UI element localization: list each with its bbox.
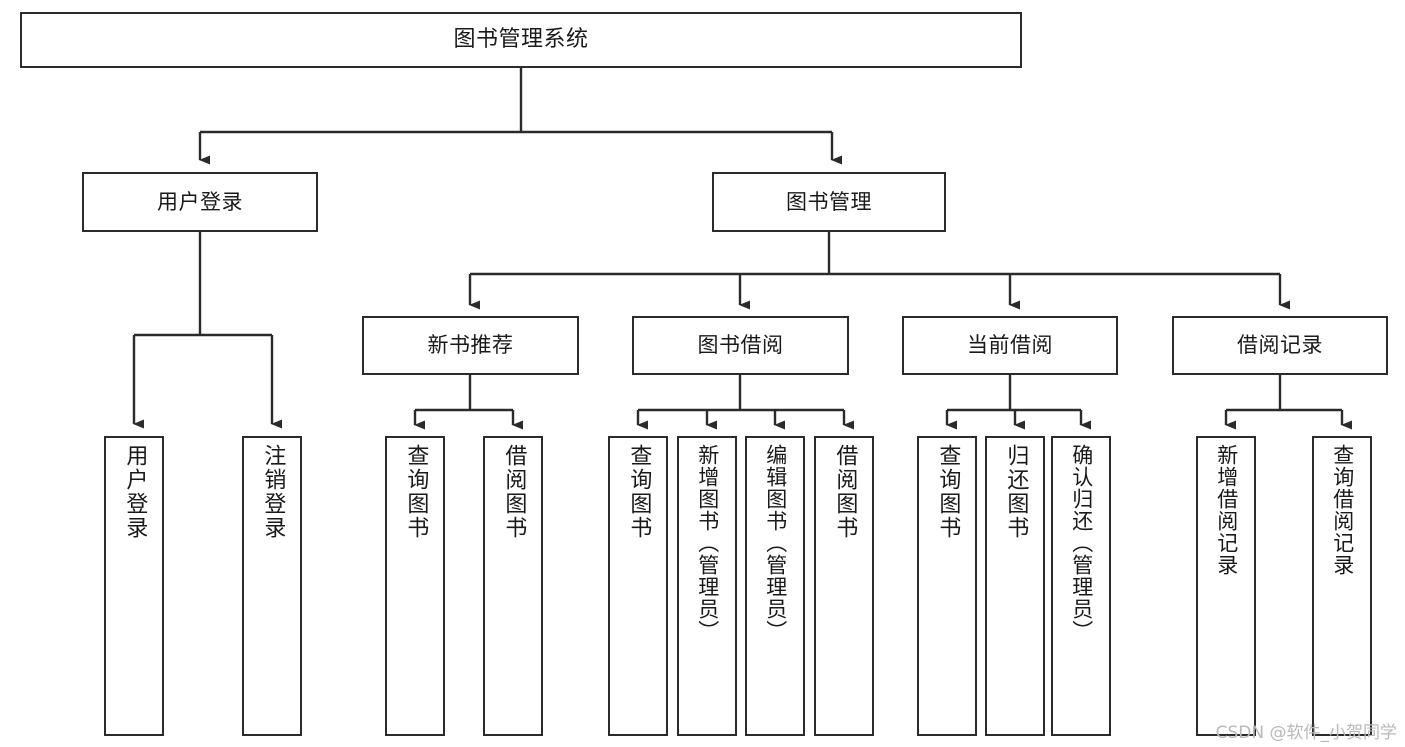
node-label: 借阅图书 [501, 444, 527, 540]
leaf-add-book-admin[interactable]: 新增图书（管理员） [677, 436, 737, 736]
leaf-query-book-recommend[interactable]: 查询图书 [385, 436, 445, 736]
node-label: 借阅图书 [832, 444, 858, 540]
node-label: 确认归还（管理员） [1069, 444, 1094, 642]
node-book-borrow[interactable]: 图书借阅 [632, 316, 849, 375]
node-label: 新增图书（管理员） [695, 444, 720, 642]
node-label: 查询借阅记录 [1330, 444, 1355, 576]
leaf-borrow-book-recommend[interactable]: 借阅图书 [483, 436, 543, 736]
leaf-add-borrow-record[interactable]: 新增借阅记录 [1196, 436, 1256, 736]
node-label: 新增借阅记录 [1214, 444, 1239, 576]
node-label: 当前借阅 [967, 333, 1053, 358]
node-current-borrow[interactable]: 当前借阅 [902, 316, 1118, 375]
node-label: 新书推荐 [427, 333, 514, 358]
node-book-management[interactable]: 图书管理 [712, 172, 946, 232]
leaf-confirm-return-admin[interactable]: 确认归还（管理员） [1051, 436, 1111, 736]
leaf-query-book-borrow[interactable]: 查询图书 [608, 436, 668, 736]
node-new-book-recommend[interactable]: 新书推荐 [362, 316, 579, 375]
leaf-return-book[interactable]: 归还图书 [985, 436, 1045, 736]
node-label: 图书借阅 [697, 333, 784, 358]
node-label: 用户登录 [122, 444, 148, 540]
node-label: 查询图书 [626, 444, 652, 540]
node-label: 图书管理系统 [453, 27, 589, 53]
node-root-book-management-system[interactable]: 图书管理系统 [20, 12, 1022, 68]
node-label: 用户登录 [157, 189, 243, 214]
leaf-borrow-book[interactable]: 借阅图书 [814, 436, 874, 736]
node-label: 查询图书 [935, 444, 961, 540]
node-borrow-record[interactable]: 借阅记录 [1172, 316, 1388, 375]
node-label: 查询图书 [403, 444, 429, 540]
node-label: 编辑图书（管理员） [763, 444, 788, 642]
watermark: CSDN @软件_小贺同学 [1215, 723, 1397, 743]
leaf-user-login[interactable]: 用户登录 [104, 436, 164, 736]
node-label: 归还图书 [1003, 444, 1029, 540]
node-user-login[interactable]: 用户登录 [82, 172, 318, 232]
node-label: 借阅记录 [1237, 333, 1323, 358]
leaf-logout-login[interactable]: 注销登录 [242, 436, 302, 736]
leaf-edit-book-admin[interactable]: 编辑图书（管理员） [745, 436, 805, 736]
leaf-query-borrow-record[interactable]: 查询借阅记录 [1312, 436, 1372, 736]
node-label: 图书管理 [786, 189, 872, 214]
leaf-query-book-current[interactable]: 查询图书 [917, 436, 977, 736]
node-label: 注销登录 [260, 444, 286, 540]
